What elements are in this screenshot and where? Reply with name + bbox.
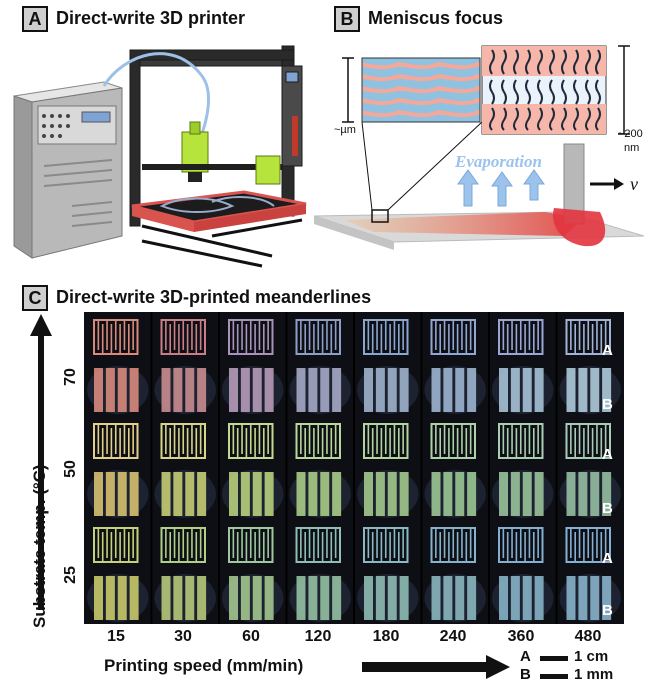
- micrograph-cell: [228, 527, 274, 563]
- speed-240: 240: [439, 628, 467, 645]
- micrograph-cell: [430, 423, 476, 459]
- micrograph-cell: [222, 574, 284, 622]
- row-label-a-70: A: [602, 342, 613, 359]
- speed-360: 360: [507, 628, 535, 645]
- micrograph-cell: [160, 319, 206, 355]
- micrograph-cell: [222, 470, 284, 518]
- micrograph-cell: [87, 366, 149, 414]
- micrograph-cell: [565, 527, 611, 563]
- nano-scale-unit: nm: [624, 142, 640, 154]
- row-label-b-70: B: [602, 396, 613, 413]
- micrograph-cell: [160, 527, 206, 563]
- micrograph-cell: [565, 319, 611, 355]
- micrograph-cell: [93, 527, 139, 563]
- velocity-label: v: [630, 174, 638, 194]
- controller-unit: [13, 81, 123, 259]
- panel-a-letter: A: [22, 6, 48, 32]
- print-bed: [131, 190, 307, 232]
- micrograph-cell: [295, 319, 341, 355]
- panel-b-letter: B: [334, 6, 360, 32]
- speed-120: 120: [304, 628, 332, 645]
- micrograph-cell: [295, 423, 341, 459]
- evaporation-label: Evaporation: [455, 152, 542, 171]
- micrograph-cell: [160, 423, 206, 459]
- panel-b-title: Meniscus focus: [368, 8, 504, 28]
- scale-b-label: B: [520, 666, 531, 683]
- micrograph-cell: [363, 423, 409, 459]
- micrograph-cell: [154, 366, 216, 414]
- micrograph-cell: [424, 366, 486, 414]
- scale-a-value: 1 cm: [574, 648, 609, 665]
- speed-15: 15: [107, 628, 125, 645]
- row-label-a-50: A: [602, 446, 613, 463]
- panel-a-title: Direct-write 3D printer: [56, 8, 246, 28]
- micrograph-cell: [492, 366, 554, 414]
- printer-frame: [129, 45, 303, 227]
- micrograph-cell: [228, 319, 274, 355]
- y-axis-label: Substrate temp. (°C): [30, 464, 49, 628]
- micrograph-cell: [357, 366, 419, 414]
- micrograph-cell: [87, 470, 149, 518]
- scale-b-bar: [540, 674, 568, 679]
- print-head: [142, 121, 282, 182]
- micrograph-cell: [228, 423, 274, 459]
- micro-scale-label: ~µm: [334, 124, 356, 136]
- micrograph-cell: [363, 319, 409, 355]
- micrograph-cell: [295, 527, 341, 563]
- x-axis-label: Printing speed (mm/min): [104, 656, 304, 675]
- micrograph-cell: [559, 470, 621, 518]
- micrograph-cell: [363, 527, 409, 563]
- scale-a-bar: [540, 656, 568, 661]
- micrograph-cell: [289, 470, 351, 518]
- scale-a-label: A: [520, 648, 531, 665]
- micrograph-cell: [289, 574, 351, 622]
- speed-180: 180: [372, 628, 400, 645]
- scale-b-value: 1 mm: [574, 666, 614, 683]
- micrograph-cell: [154, 574, 216, 622]
- micrograph-cell: [492, 574, 554, 622]
- temp-25: 25: [61, 566, 79, 584]
- printer-illustration: [13, 45, 307, 268]
- micrograph-cell: [559, 366, 621, 414]
- micrograph-cell: [430, 319, 476, 355]
- micrograph-cell: [492, 470, 554, 518]
- micrograph-cell: [93, 423, 139, 459]
- nano-scale-label: ~200: [618, 128, 643, 140]
- speed-480: 480: [574, 628, 602, 645]
- micrograph-cell: [498, 527, 544, 563]
- micrograph-cell: [289, 366, 351, 414]
- x-arrow: [362, 655, 510, 679]
- micrograph-cell: [498, 319, 544, 355]
- meanderline-image-grid: [84, 312, 624, 624]
- row-label-a-25: A: [602, 550, 613, 567]
- micrograph-cell: [430, 527, 476, 563]
- speed-60: 60: [242, 628, 260, 645]
- temp-50: 50: [61, 460, 79, 478]
- micrograph-cell: [424, 574, 486, 622]
- meniscus-diagram: [314, 45, 645, 250]
- row-label-b-50: B: [602, 500, 613, 517]
- row-label-b-25: B: [602, 602, 613, 619]
- y-arrow: [30, 314, 52, 610]
- micrograph-cell: [498, 423, 544, 459]
- temp-70: 70: [61, 368, 79, 386]
- micrograph-cell: [565, 423, 611, 459]
- micrograph-cell: [154, 470, 216, 518]
- micrograph-cell: [357, 470, 419, 518]
- micrograph-cell: [357, 574, 419, 622]
- micrograph-cell: [559, 574, 621, 622]
- micrograph-cell: [222, 366, 284, 414]
- speed-30: 30: [174, 628, 192, 645]
- micrograph-cell: [424, 470, 486, 518]
- panel-c-letter: C: [22, 285, 48, 311]
- panel-c-title: Direct-write 3D-printed meanderlines: [56, 287, 372, 307]
- micrograph-cell: [93, 319, 139, 355]
- micrograph-cell: [87, 574, 149, 622]
